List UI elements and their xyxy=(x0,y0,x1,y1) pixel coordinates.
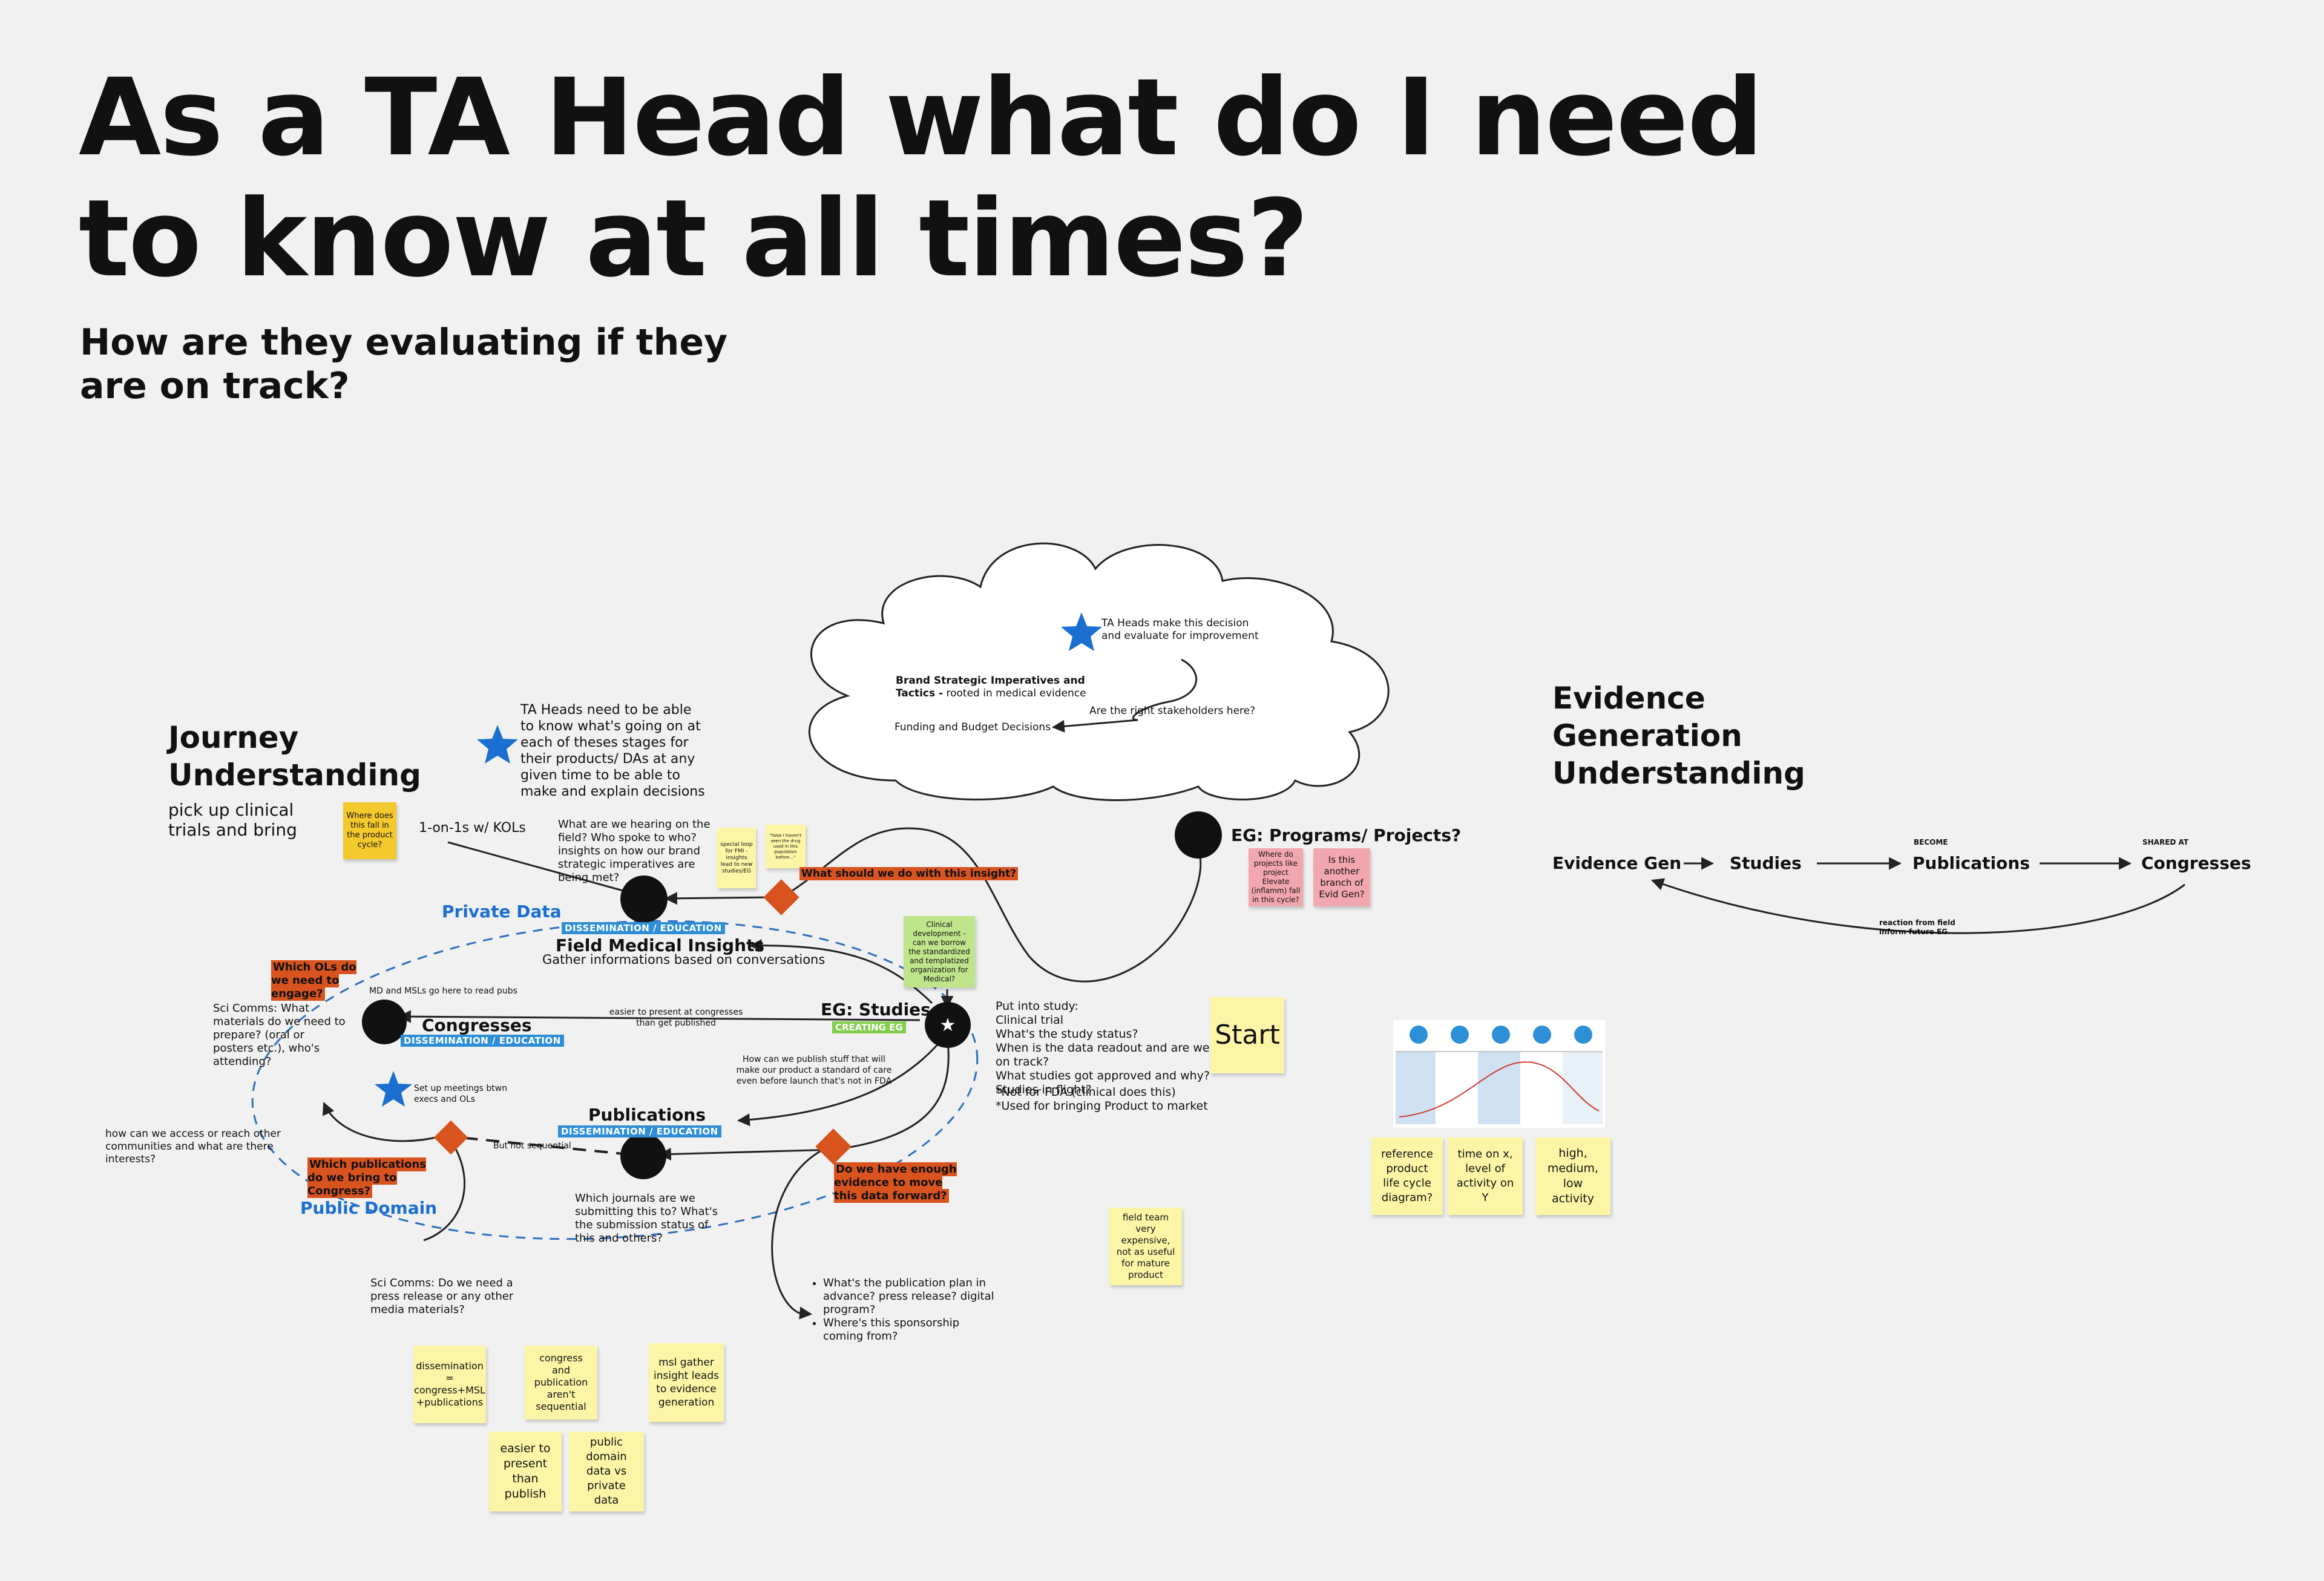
pub-plan-list: What's the publication plan in advance? … xyxy=(810,1277,999,1343)
star-icon xyxy=(477,725,518,764)
node-field-medical-insights xyxy=(620,876,668,923)
node-congresses xyxy=(362,1000,407,1044)
fmi-sub: Gather informations based on conversatio… xyxy=(542,952,826,967)
how-access: how can we access or reach other communi… xyxy=(105,1128,281,1165)
sticky-not-sequential[interactable]: congress and publication aren't sequenti… xyxy=(525,1346,597,1419)
cloud-ta-decision: TA Heads make this decision and evaluate… xyxy=(1101,617,1259,642)
one-on-ones: 1-on-1s w/ KOLs xyxy=(419,820,526,836)
sticky-reference-lifecycle[interactable]: reference product life cycle diagram? xyxy=(1371,1137,1443,1215)
flow-studies: Studies xyxy=(1730,853,1802,873)
node-publications xyxy=(620,1133,666,1179)
dissem-tag-2: DISSEMINATION / EDUCATION xyxy=(401,1035,564,1047)
not-fda: *Not for FDA (clinical does this) *Used … xyxy=(996,1085,1208,1113)
sci-comms-1: Sci Comms: What materials do we need to … xyxy=(213,1002,346,1068)
journey-heading: Journey Understanding xyxy=(168,720,421,793)
md-msls: MD and MSLs go here to read pubs xyxy=(369,986,517,996)
ta-heads-note: TA Heads need to be able to know what's … xyxy=(520,702,705,799)
dissem-tag-3: DISSEMINATION / EDUCATION xyxy=(558,1125,721,1137)
public-domain: Public Domain xyxy=(300,1198,438,1218)
publications-label: Publications xyxy=(588,1105,706,1125)
put-into-study: Put into study: Clinical trial What's th… xyxy=(996,1000,1210,1096)
sticky-branch[interactable]: Is this another branch of Evid Gen? xyxy=(1313,848,1370,906)
flow-publications: Publications xyxy=(1912,853,2030,873)
setup-meetings: Set up meetings btwn execs and OLs xyxy=(414,1084,508,1104)
sticky-clinical[interactable]: Clinical development - can we borrow the… xyxy=(904,916,975,987)
eg-programs-label: EG: Programs/ Projects? xyxy=(1231,825,1462,845)
flow-shared-at: SHARED AT xyxy=(2142,838,2189,846)
which-ols: Which OLs do we need to engage? xyxy=(271,960,356,1001)
lifecycle-chart xyxy=(1396,1026,1603,1124)
creating-eg-tag: CREATING EG xyxy=(832,1021,906,1033)
do-we-have: Do we have enough evidence to move this … xyxy=(834,1162,957,1203)
decision-diamond-congress xyxy=(433,1120,468,1155)
decision-diamond-insight xyxy=(763,879,799,915)
cloud-funding: Funding and Budget Decisions xyxy=(894,721,1051,733)
sticky-special-loop[interactable]: special loop for FMI - insights lead to … xyxy=(717,828,756,888)
how-publish: How can we publish stuff that will make … xyxy=(736,1055,892,1086)
private-data: Private Data xyxy=(442,902,562,921)
star-icon: ★ xyxy=(939,1014,956,1036)
sticky-start[interactable]: Start xyxy=(1210,997,1284,1073)
sticky-public-private[interactable]: public domain data vs private data xyxy=(569,1432,644,1511)
sticky-false-haven[interactable]: "false I haven't seen the drug used in t… xyxy=(766,825,806,868)
cloud-brand-rest: rooted in medical evidence xyxy=(943,687,1086,699)
cloud-stakeholders: Are the right stakeholders here? xyxy=(1089,705,1256,717)
dissem-tag-1: DISSEMINATION / EDUCATION xyxy=(562,922,725,934)
sticky-dissemination[interactable]: dissemination = congress+MSL +publicatio… xyxy=(413,1346,486,1423)
sticky-elevate[interactable]: Where do projects like project Elevate (… xyxy=(1249,848,1303,906)
sticky-where-fall[interactable]: Where does this fall in the product cycl… xyxy=(343,802,396,859)
what-hearing: What are we hearing on the field? Who sp… xyxy=(558,818,711,884)
node-eg-studies: ★ xyxy=(925,1002,971,1048)
easier-present: easier to present at congresses than get… xyxy=(609,1007,743,1028)
sci-comms-2: Sci Comms: Do we need a press release or… xyxy=(370,1277,514,1316)
journey-sub: pick up clinical trials and bring xyxy=(168,800,297,840)
sticky-high-medium-low[interactable]: high, medium, low activity xyxy=(1535,1137,1610,1215)
pub-plan-item: What's the publication plan in advance? … xyxy=(823,1277,999,1317)
flow-evidence-gen: Evidence Gen xyxy=(1552,853,1682,873)
congresses-label: Congresses xyxy=(422,1015,532,1035)
cloud-shape xyxy=(808,542,1390,801)
fmi-label: Field Medical Insights xyxy=(556,935,765,955)
sticky-time-on-x[interactable]: time on x, level of activity on Y xyxy=(1448,1137,1523,1215)
sticky-msl-gather[interactable]: msl gather insight leads to evidence gen… xyxy=(649,1343,724,1422)
star-icon xyxy=(1061,612,1102,651)
decision-diamond-evidence xyxy=(815,1128,852,1165)
which-journals: Which journals are we submitting this to… xyxy=(575,1192,718,1245)
eg-studies-label: EG: Studies xyxy=(821,1000,931,1020)
pub-plan-item: Where's this sponsorship coming from? xyxy=(823,1317,999,1343)
sticky-field-team[interactable]: field team very expensive, not as useful… xyxy=(1109,1208,1182,1285)
sticky-easier-present[interactable]: easier to present than publish xyxy=(489,1432,562,1511)
star-icon xyxy=(375,1071,412,1107)
which-pubs: Which publications do we bring to Congre… xyxy=(307,1157,426,1198)
page-subtitle: How are they evaluating if they are on t… xyxy=(80,321,728,407)
lifecycle-thumbnail[interactable] xyxy=(1393,1020,1605,1128)
flow-become: BECOME xyxy=(1914,838,1948,846)
page-title: As a TA Head what do I need to know at a… xyxy=(79,56,1764,301)
node-eg-programs xyxy=(1175,811,1222,859)
what-should-do: What should we do with this insight? xyxy=(799,867,1019,880)
cloud-brand: Brand Strategic Imperatives and Tactics … xyxy=(896,675,1095,700)
flow-reaction: reaction from field inform future EG xyxy=(1879,918,1955,936)
cloud-brand-bold: Brand Strategic Imperatives and Tactics … xyxy=(896,675,1085,699)
flow-congresses: Congresses xyxy=(2141,853,2251,873)
evidence-heading: Evidence Generation Understanding xyxy=(1552,681,1805,791)
but-not-seq: But not sequential xyxy=(493,1141,571,1151)
